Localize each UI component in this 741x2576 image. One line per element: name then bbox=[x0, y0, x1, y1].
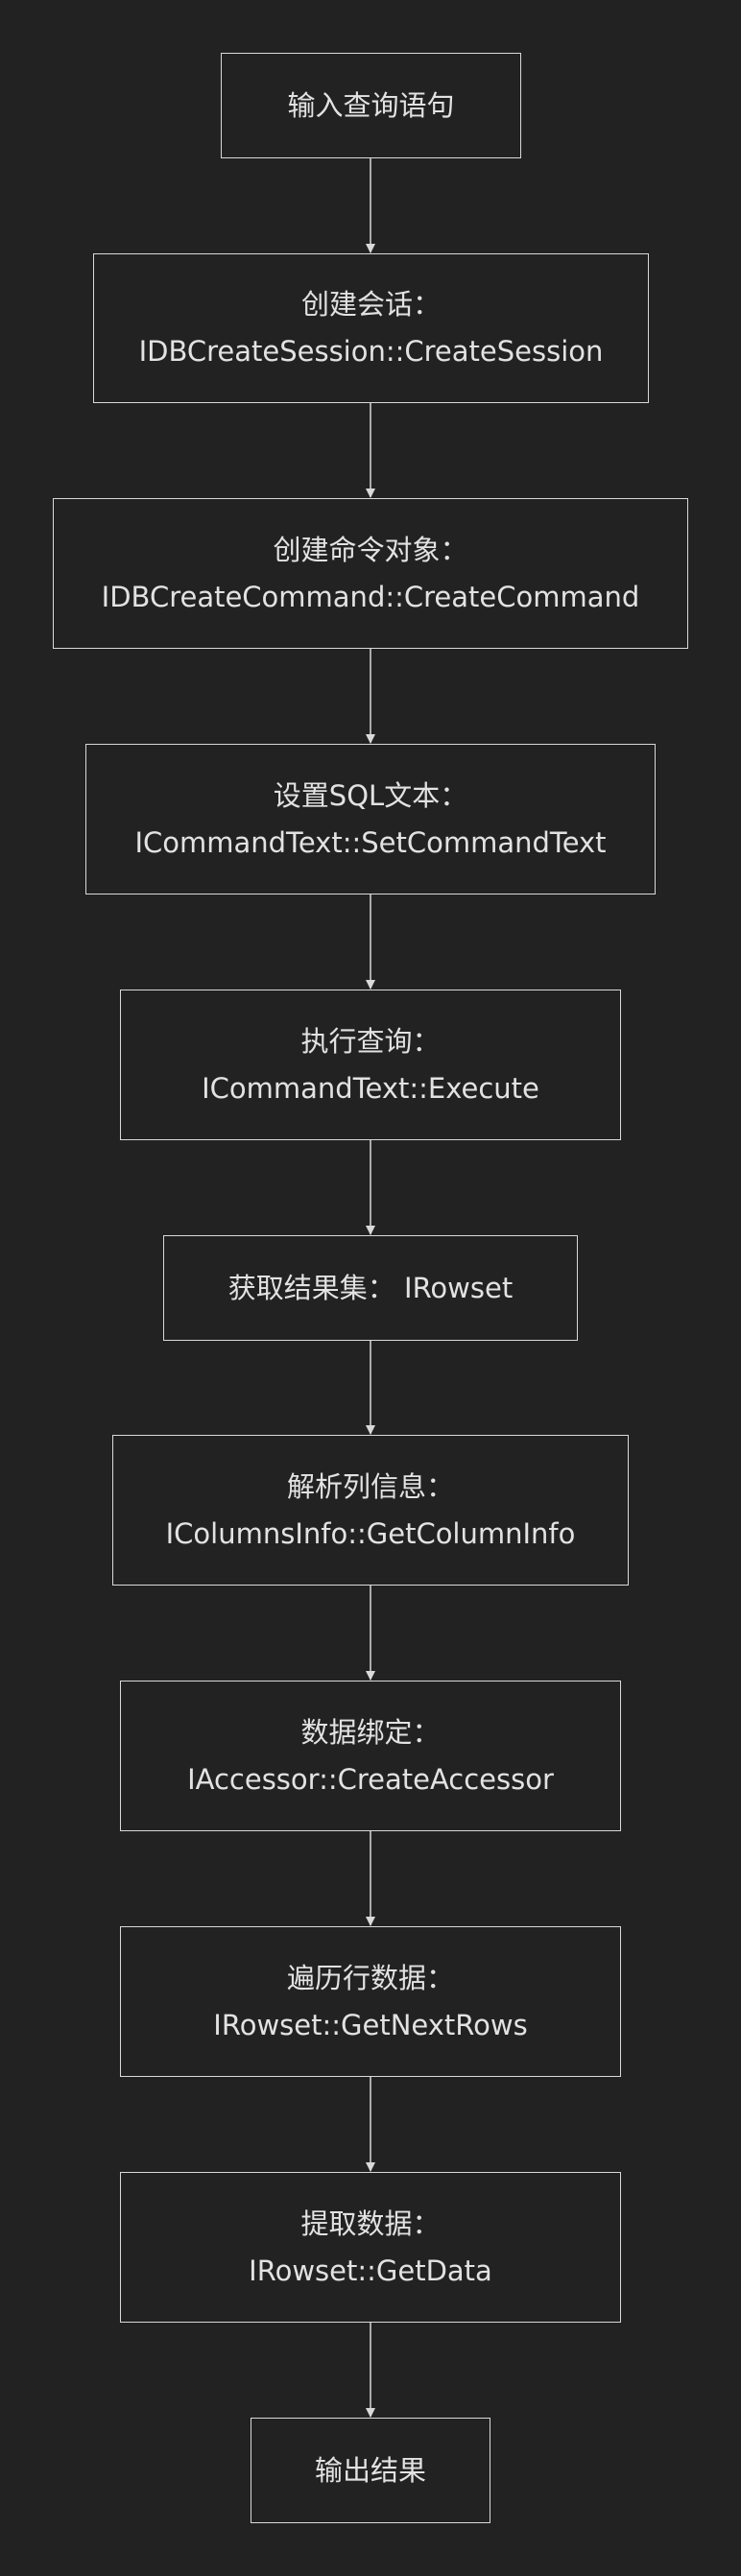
node-label: 遍历行数据： bbox=[286, 1961, 454, 1994]
node-create-command: 创建命令对象： IDBCreateCommand::CreateCommand bbox=[53, 498, 688, 649]
node-label-api: IAccessor::CreateAccessor bbox=[187, 1762, 554, 1796]
node-label: 输入查询语句 bbox=[287, 88, 455, 122]
node-label: 解析列信息： bbox=[286, 1469, 454, 1503]
node-label-api: IColumnsInfo::GetColumnInfo bbox=[165, 1516, 576, 1550]
node-iterate-rows: 遍历行数据： IRowset::GetNextRows bbox=[120, 1926, 621, 2077]
node-output-result: 输出结果 bbox=[251, 2418, 490, 2523]
node-label-api: IDBCreateSession::CreateSession bbox=[138, 335, 604, 368]
node-label-api: ICommandText::Execute bbox=[202, 1071, 539, 1105]
node-label: 获取结果集： IRowset bbox=[227, 1271, 514, 1304]
node-label-api: IRowset::GetData bbox=[249, 2254, 492, 2287]
node-label: 执行查询： bbox=[300, 1024, 441, 1058]
node-label: 设置SQL文本： bbox=[273, 778, 468, 812]
node-label: 创建命令对象： bbox=[273, 533, 468, 566]
node-execute-query: 执行查询： ICommandText::Execute bbox=[120, 990, 621, 1140]
node-label: 数据绑定： bbox=[300, 1715, 441, 1749]
node-label: 创建会话： bbox=[300, 288, 441, 321]
node-set-sql-text: 设置SQL文本： ICommandText::SetCommandText bbox=[85, 744, 656, 894]
node-input-query: 输入查询语句 bbox=[221, 53, 521, 158]
node-fetch-data: 提取数据： IRowset::GetData bbox=[120, 2172, 621, 2323]
node-label: 提取数据： bbox=[300, 2206, 441, 2240]
node-label: 输出结果 bbox=[314, 2453, 426, 2487]
node-data-binding: 数据绑定： IAccessor::CreateAccessor bbox=[120, 1681, 621, 1831]
node-create-session: 创建会话： IDBCreateSession::CreateSession bbox=[93, 253, 649, 403]
node-get-rowset: 获取结果集： IRowset bbox=[163, 1235, 578, 1341]
node-label-api: ICommandText::SetCommandText bbox=[134, 825, 607, 859]
node-label-api: IDBCreateCommand::CreateCommand bbox=[101, 580, 640, 613]
node-parse-column-info: 解析列信息： IColumnsInfo::GetColumnInfo bbox=[112, 1435, 629, 1586]
node-label-api: IRowset::GetNextRows bbox=[213, 2008, 528, 2041]
